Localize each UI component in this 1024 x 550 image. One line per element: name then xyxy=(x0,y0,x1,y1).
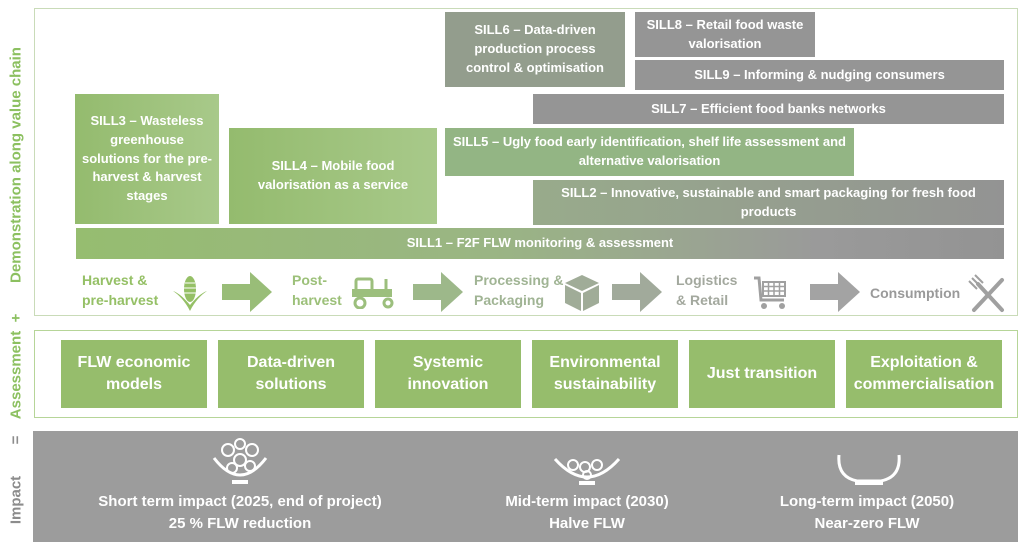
equals-sign: = xyxy=(7,435,25,445)
full-bowl-icon xyxy=(212,438,268,484)
impact-short-title: Short term impact (2025, end of project) xyxy=(98,493,382,510)
impact-long-title: Long-term impact (2050) xyxy=(779,493,955,510)
sill7-label: SILL7 – Efficient food banks networks xyxy=(651,100,886,116)
stage-harvest: Harvest & pre-harvest xyxy=(82,272,159,309)
stage-processing: Processing & Packaging xyxy=(474,272,564,309)
sill6-label: SILL6 – Data-driven production process c… xyxy=(466,22,604,75)
assessment-label: FLW economic models xyxy=(77,353,191,393)
assessment-item-data: Data-driven solutions xyxy=(218,340,364,408)
box-icon xyxy=(565,275,599,311)
impact-mid-target: Halve FLW xyxy=(549,514,625,532)
cart-icon xyxy=(754,276,786,309)
arrow-2-icon xyxy=(413,272,463,312)
impact-short-target: 25 % FLW reduction xyxy=(168,514,312,532)
sill8-label: SILL8 – Retail food waste valorisation xyxy=(646,16,804,51)
arrow-4-icon xyxy=(810,272,860,312)
tractor-icon xyxy=(352,277,394,309)
sill5-box: SILL5 – Ugly food early identification, … xyxy=(445,128,854,176)
sill6-box: SILL6 – Data-driven production process c… xyxy=(445,12,625,87)
sill5-label: SILL5 – Ugly food early identification, … xyxy=(453,134,846,168)
impact-panel: Short term impact (2025, end of project)… xyxy=(33,431,1018,542)
fork-knife-icon xyxy=(968,274,1004,312)
sill8-box: SILL8 – Retail food waste valorisation xyxy=(635,12,815,57)
impact-short-term: Short term impact (2025, end of project)… xyxy=(63,491,417,535)
sill9-label: SILL9 – Informing & nudging consumers xyxy=(694,66,945,82)
sill4-label: SILL4 – Mobile food valorisation as a se… xyxy=(257,158,409,192)
stage-post-harvest: Post-harvest xyxy=(292,272,342,309)
assessment-label: Assessment xyxy=(7,330,25,420)
sill2-box: SILL2 – Innovative, sustainable and smar… xyxy=(533,180,1004,225)
half-bowl-icon xyxy=(553,458,621,485)
arrow-1-icon xyxy=(222,272,272,312)
sill3-label: SILL3 – Wasteless greenhouse solutions f… xyxy=(82,112,212,204)
impact-mid-title: Mid-term impact (2030) xyxy=(505,493,669,510)
assessment-item-just-transition: Just transition xyxy=(689,340,835,408)
arrow-3-icon xyxy=(612,272,662,312)
assessment-label: Systemic innovation xyxy=(407,353,489,393)
side-labels: Demonstration along value chain + Assess… xyxy=(0,0,32,550)
impact-long-term: Long-term impact (2050) Near-zero FLW xyxy=(733,491,1001,535)
assessment-label: Data-driven solutions xyxy=(246,353,336,393)
sill3-box: SILL3 – Wasteless greenhouse solutions f… xyxy=(75,94,219,224)
assessment-label: Just transition xyxy=(706,364,818,382)
assessment-label: Environmental sustainability xyxy=(549,353,661,393)
sill1-label: SILL1 – F2F FLW monitoring & assessment xyxy=(406,235,674,251)
sill1-bar: SILL1 – F2F FLW monitoring & assessment xyxy=(76,228,1004,259)
empty-bowl-icon xyxy=(837,454,901,485)
demonstration-label: Demonstration along value chain xyxy=(7,47,25,283)
assessment-item-environment: Environmental sustainability xyxy=(532,340,678,408)
assessment-item-exploitation: Exploitation & commercialisation xyxy=(846,340,1002,408)
sill4-box: SILL4 – Mobile food valorisation as a se… xyxy=(229,128,437,224)
sill7-box: SILL7 – Efficient food banks networks xyxy=(533,94,1004,124)
assessment-item-economic: FLW economic models xyxy=(61,340,207,408)
sill2-label: SILL2 – Innovative, sustainable and smar… xyxy=(561,184,976,219)
assessment-item-systemic: Systemic innovation xyxy=(375,340,521,408)
assessment-label: Exploitation & commercialisation xyxy=(853,353,995,393)
plus-sign: + xyxy=(7,313,25,323)
stage-logistics: Logistics & Retail xyxy=(676,272,738,309)
stage-consumption: Consumption xyxy=(870,285,961,301)
impact-label: Impact xyxy=(7,475,25,525)
corn-icon xyxy=(173,276,207,311)
impact-mid-term: Mid-term impact (2030) Halve FLW xyxy=(453,491,721,535)
sill9-box: SILL9 – Informing & nudging consumers xyxy=(635,60,1004,90)
impact-long-target: Near-zero FLW xyxy=(814,514,920,532)
